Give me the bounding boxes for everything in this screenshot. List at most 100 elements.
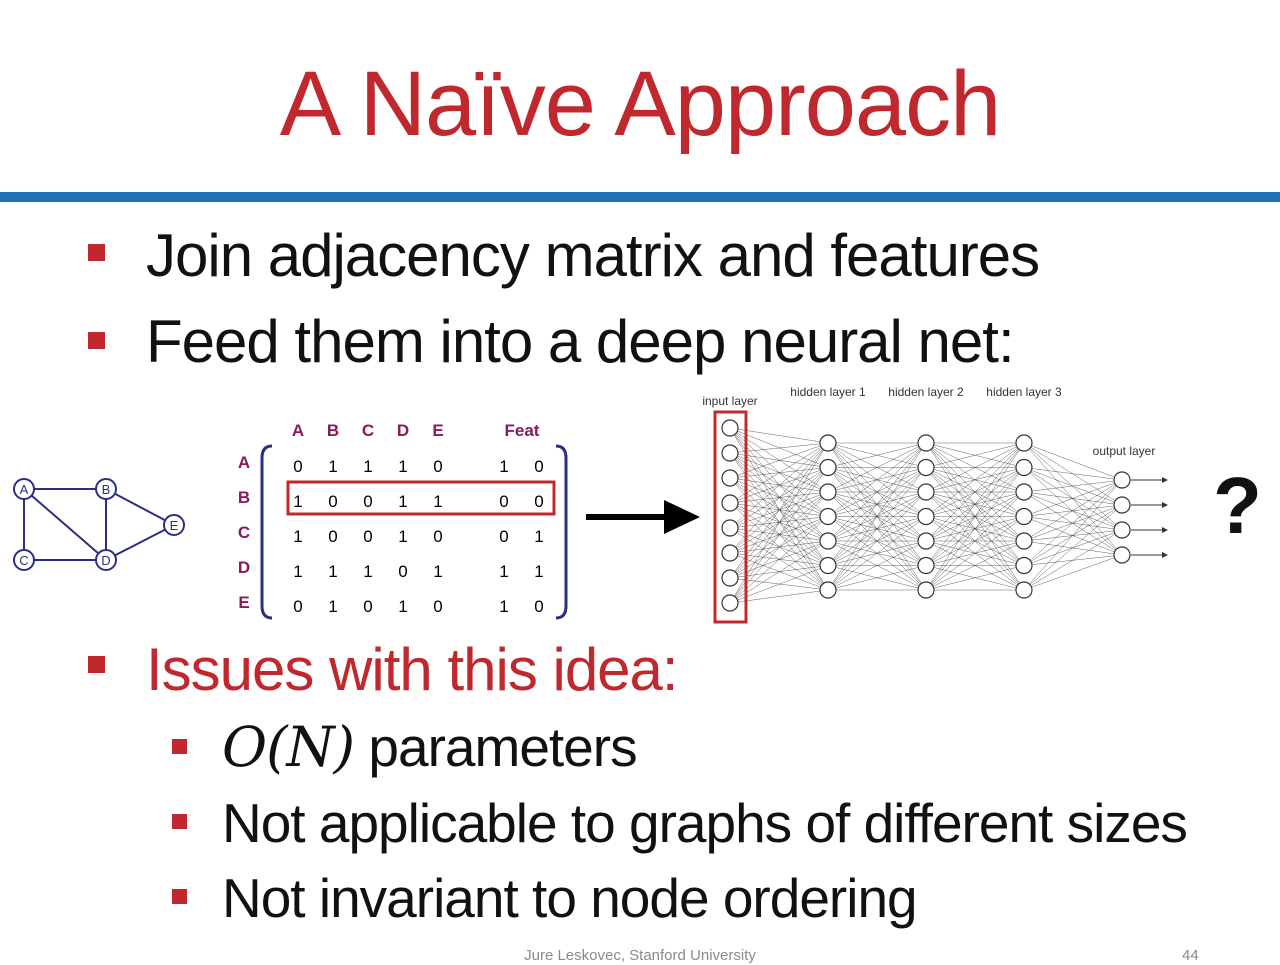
nn-neuron [1015,458,1033,477]
matrix-cell: 1 [328,562,337,581]
nn-edge [827,442,927,591]
page-number: 44 [1182,947,1199,964]
nn-neuron [721,469,739,487]
nn-edge [925,442,1025,591]
slide-title: A Naïve Approach [279,53,1002,155]
graph-node-c [13,549,35,571]
nn-edge [827,442,927,566]
nn-edge [925,491,1025,591]
nn-neuron [819,581,837,599]
matrix-feat-cell: 1 [499,597,508,616]
matrix-feat-header: Feat [505,421,540,440]
nn-edge [1023,467,1123,481]
matrix-cell: 0 [328,527,337,546]
graph-node-label: B [102,482,111,497]
graph-node-a [13,478,35,500]
nn-layer-label: input layer [702,394,757,408]
nn-edge [827,516,927,591]
nn-neuron [721,569,739,587]
nn-layer-label: hidden layer 3 [986,385,1062,399]
matrix-cell: 1 [398,492,407,511]
matrix-cell: 1 [433,492,442,511]
graph-node-label: A [20,482,29,497]
matrix-cell: 0 [293,457,302,476]
arrow-to-network [586,500,700,534]
graph-node-b [95,478,117,500]
matrix-row-header: C [238,523,250,542]
matrix-cell: 0 [398,562,407,581]
nn-neuron [1113,496,1131,514]
graph-node-label: E [170,518,179,533]
nn-edge [925,442,1025,468]
matrix-feat-cell: 1 [499,562,508,581]
matrix-feat-cell: 1 [534,562,543,581]
matrix-cell: 1 [433,562,442,581]
matrix-feat-cell: 0 [499,492,508,511]
highlighted-row-box [286,480,556,516]
graph-node-d [95,549,117,571]
matrix-cell: 0 [293,597,302,616]
nn-edge [827,442,927,517]
nn-output-arrowhead [1162,502,1168,508]
nn-neuron [721,519,739,537]
matrix-cell: 0 [363,597,372,616]
math-o-of-n: O(N) [222,715,355,779]
nn-neuron [819,483,837,501]
matrix-cell: 1 [398,527,407,546]
nn-neuron [1015,507,1033,526]
sub-bullet-marker [172,814,187,829]
matrix-cell: 1 [293,562,302,581]
nn-edge [925,467,1025,591]
nn-neuron [917,507,935,526]
matrix-row-header: D [238,558,250,577]
matrix-feat-cell: 0 [534,597,543,616]
matrix-cell: 0 [433,457,442,476]
matrix-cell: 1 [363,562,372,581]
nn-edge [925,442,1025,493]
nn-edge [1023,479,1123,566]
graph-node-e [163,514,185,536]
nn-edge [925,516,1025,591]
nn-edge [1023,479,1123,591]
nn-neuron [721,544,739,562]
matrix-col-header: D [397,421,409,440]
graph-node-label: D [101,553,110,568]
nn-output-arrowhead [1162,527,1168,533]
bullet-marker [88,656,105,673]
nn-output-arrowhead [1162,477,1168,483]
nn-neuron [819,532,837,550]
nn-neuron [1015,556,1033,575]
bullet-marker [88,332,105,349]
matrix-row-header: A [238,453,250,472]
nn-neuron [917,434,935,452]
nn-neuron [917,458,935,477]
matrix-col-header: C [362,421,374,440]
nn-neuron [1113,521,1131,539]
title-divider [0,192,1280,202]
nn-neuron [721,494,739,512]
nn-edge [925,442,1025,542]
nn-neuron [721,594,739,612]
matrix-feat-cell: 0 [499,527,508,546]
issue-node-ordering: Not invariant to node ordering [222,867,918,929]
nn-neuron [917,556,935,575]
nn-edge [827,442,927,468]
footer-credit: Jure Leskovec, Stanford University [524,947,756,964]
nn-layer-label: hidden layer 2 [888,385,964,399]
issue-parameters-text: parameters [354,716,637,778]
nn-neuron [917,532,935,550]
matrix-feat-cell: 0 [534,492,543,511]
bullet-join: Join adjacency matrix and features [146,222,1040,289]
matrix-cell: 1 [328,597,337,616]
nn-neuron [917,483,935,501]
nn-edge [1023,479,1123,517]
question-mark: ? [1213,461,1262,550]
issue-graph-sizes: Not applicable to graphs of different si… [222,792,1188,854]
nn-neuron [721,444,739,462]
nn-neuron [819,507,837,526]
matrix-cell: 1 [293,527,302,546]
sub-bullet-marker [172,739,187,754]
